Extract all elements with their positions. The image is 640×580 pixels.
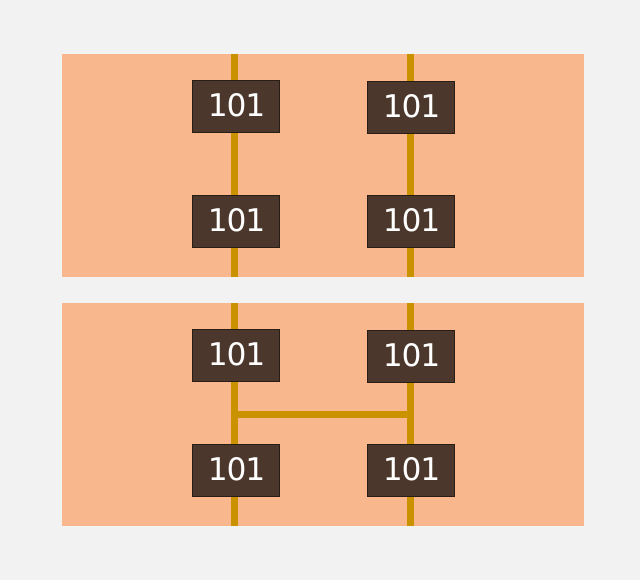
top-upper-left-chip: 101 xyxy=(192,80,280,133)
bottom-panel: 101 101 101 101 xyxy=(62,303,584,526)
bottom-upper-right-chip: 101 xyxy=(367,330,455,383)
bottom-lower-right-chip: 101 xyxy=(367,444,455,497)
top-panel: 101 101 101 101 xyxy=(62,54,584,277)
bottom-lower-left-chip: 101 xyxy=(192,444,280,497)
top-left-wire xyxy=(231,54,238,277)
bottom-right-wire xyxy=(407,303,414,526)
top-upper-right-chip: 101 xyxy=(367,81,455,134)
top-lower-right-chip: 101 xyxy=(367,195,455,248)
top-lower-left-chip: 101 xyxy=(192,195,280,248)
top-right-wire xyxy=(407,54,414,277)
bottom-bridge-wire xyxy=(234,411,409,418)
bottom-upper-left-chip: 101 xyxy=(192,329,280,382)
